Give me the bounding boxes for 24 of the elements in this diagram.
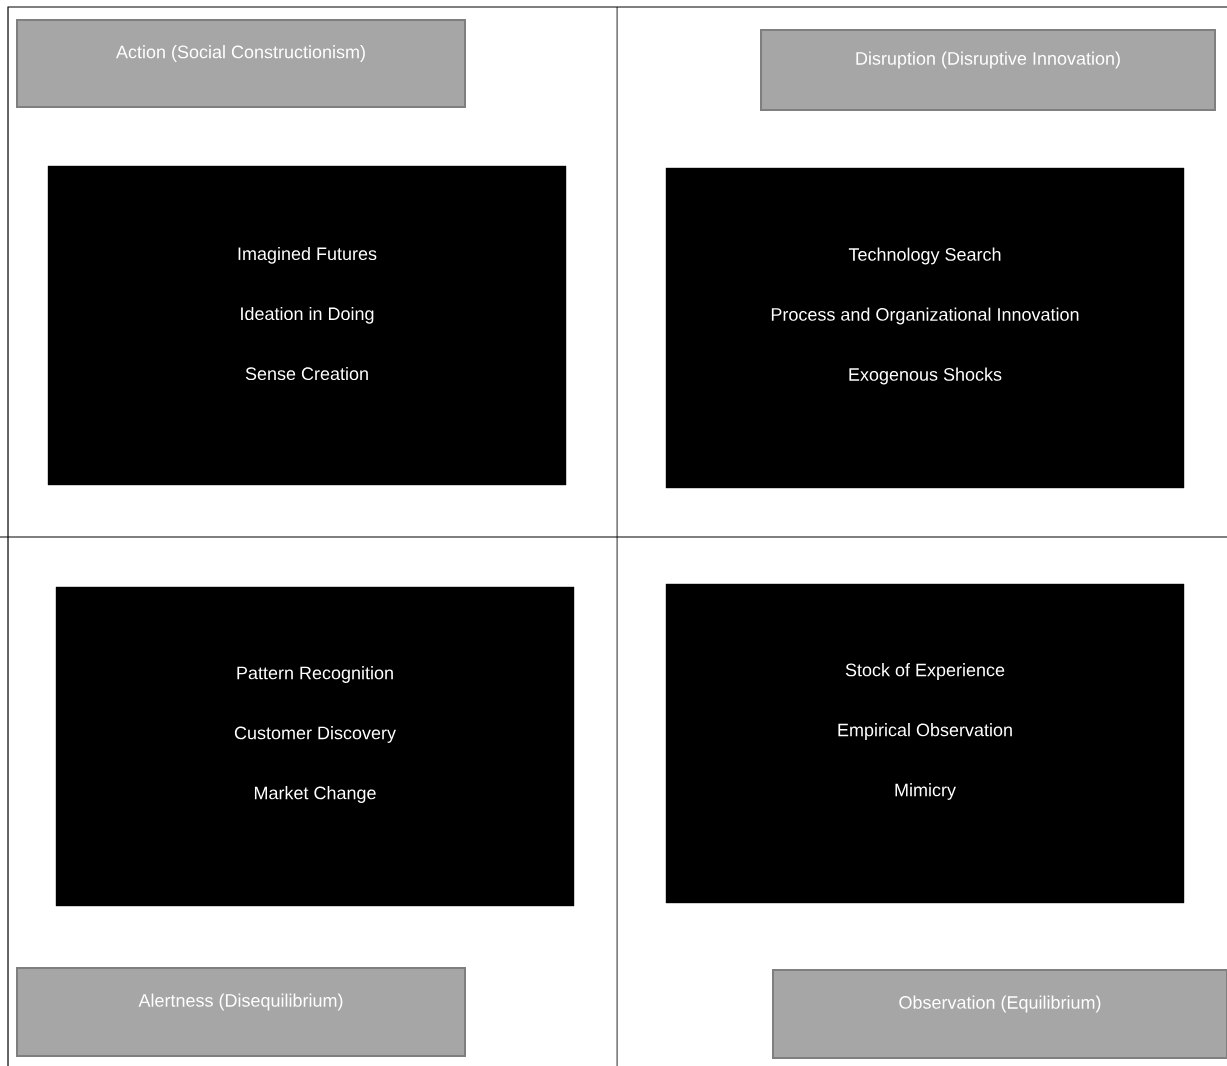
node-label: Ideation in Doing [241, 306, 374, 324]
content-box [665, 583, 1185, 904]
title-box [772, 969, 1227, 1059]
node-label: Technology Search [848, 247, 1001, 265]
node-label: Sense Creation [245, 366, 368, 381]
title-box [760, 29, 1216, 111]
title-box [16, 967, 466, 1057]
node-label: Observation (Equilibrium) [899, 995, 1101, 1013]
node-label: Process and Organizational Innovation [771, 307, 1079, 325]
node-label: Pattern Recognition [237, 666, 393, 683]
node-label: Action (Social Constructionism) [116, 45, 365, 62]
content-box [47, 165, 567, 486]
node-label: Disruption (Disruptive Innovation) [856, 51, 1120, 69]
content-box [665, 167, 1185, 489]
node-label: Customer Discovery [234, 726, 396, 743]
content-box [55, 586, 575, 907]
node-label: Market Change [254, 786, 376, 803]
node-label: Empirical Observation [838, 723, 1012, 740]
node-label: Exogenous Shocks [849, 367, 1002, 385]
node-label: Mimicry [895, 783, 956, 800]
node-label: Imagined Futures [238, 246, 377, 264]
node-label: Alertness (Disequilibrium) [138, 993, 343, 1011]
node-label: Stock of Experience [845, 663, 1005, 680]
title-box [16, 19, 466, 108]
